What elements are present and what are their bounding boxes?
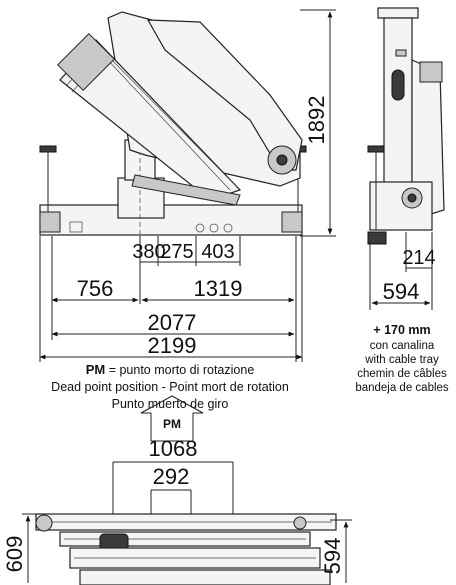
crane-rear-view — [367, 7, 445, 245]
rear-base — [369, 181, 433, 231]
pm-caption-en-fr: Dead point position - Point mort de rota… — [51, 380, 289, 394]
dim-label-1319: 1319 — [194, 276, 243, 301]
rear-pivot-pin — [407, 193, 417, 203]
base-hole — [195, 223, 205, 233]
base-hole — [223, 223, 233, 233]
base-frame — [39, 204, 303, 236]
crane-top-view — [35, 513, 337, 585]
dim-label-1068: 1068 — [149, 436, 198, 461]
boom-joint-pin — [276, 154, 288, 166]
rear-valve — [419, 61, 443, 83]
pm-caption-line-1: PM = punto morto di rotazione — [86, 362, 255, 377]
dim-top-292: 292 — [150, 464, 192, 528]
base-plate — [69, 221, 83, 233]
cable-tray-es: bandeja de cables — [355, 382, 449, 394]
dim-label-275: 275 — [160, 241, 193, 263]
top-end-circle — [35, 514, 53, 532]
dim-rear-594: 594 — [369, 240, 433, 310]
dim-label-609: 609 — [2, 536, 27, 573]
second-boom — [146, 19, 303, 171]
dim-segments-top: 380 275 403 — [132, 236, 241, 266]
extension-head — [57, 33, 115, 91]
dim-rear-214: 214 — [402, 232, 436, 272]
base-left-end — [39, 211, 61, 233]
dim-top-594: 594 — [320, 519, 352, 583]
pm-caption: PM = punto morto di rotazione Dead point… — [51, 362, 289, 411]
pm-caption-es: Punto muerto de giro — [112, 397, 229, 411]
dim-756-1319: 756 1319 — [39, 236, 303, 362]
crane-side-view — [39, 11, 307, 245]
rear-plate — [395, 49, 407, 57]
dim-label-756: 756 — [77, 276, 114, 301]
dim-label-594-rear: 594 — [383, 279, 420, 304]
left-outrigger-pad — [39, 145, 57, 153]
top-end-circle — [293, 516, 307, 530]
dim-label-380: 380 — [132, 241, 165, 263]
hydraulic-cylinder — [131, 174, 241, 206]
pm-arrow: PM — [140, 395, 204, 442]
base-hole — [209, 223, 219, 233]
dim-label-2077: 2077 — [148, 310, 197, 335]
dim-label-214: 214 — [402, 247, 435, 269]
dim-label-403: 403 — [201, 241, 234, 263]
top-base — [79, 569, 331, 585]
rear-slot — [391, 69, 405, 101]
cable-tray-it: con canalina — [370, 340, 435, 352]
base-right-end — [281, 211, 303, 233]
cable-tray-fr: chemin de câbles — [357, 368, 447, 380]
dim-label-292: 292 — [153, 464, 190, 489]
rear-top-cap — [377, 7, 419, 19]
cable-tray-en: with cable tray — [364, 354, 439, 366]
pm-abbr: PM — [86, 362, 106, 377]
pm-caption-it: = punto morto di rotazione — [105, 363, 254, 377]
rear-foot — [367, 231, 387, 245]
pm-arrow-label: PM — [163, 417, 181, 431]
dim-2077: 2077 — [51, 310, 295, 337]
dim-label-2199: 2199 — [148, 333, 197, 358]
cable-tray-note: + 170 mm con canalina with cable tray ch… — [355, 323, 449, 394]
dim-height-1892: 1892 — [300, 9, 336, 237]
cable-tray-value: + 170 mm — [373, 323, 430, 337]
dim-top-609: 609 — [2, 513, 40, 583]
dim-label-1892: 1892 — [304, 96, 329, 145]
dim-2199: 2199 — [39, 333, 303, 360]
rear-outrigger-pad — [367, 145, 385, 153]
dim-label-594-top: 594 — [320, 538, 345, 575]
